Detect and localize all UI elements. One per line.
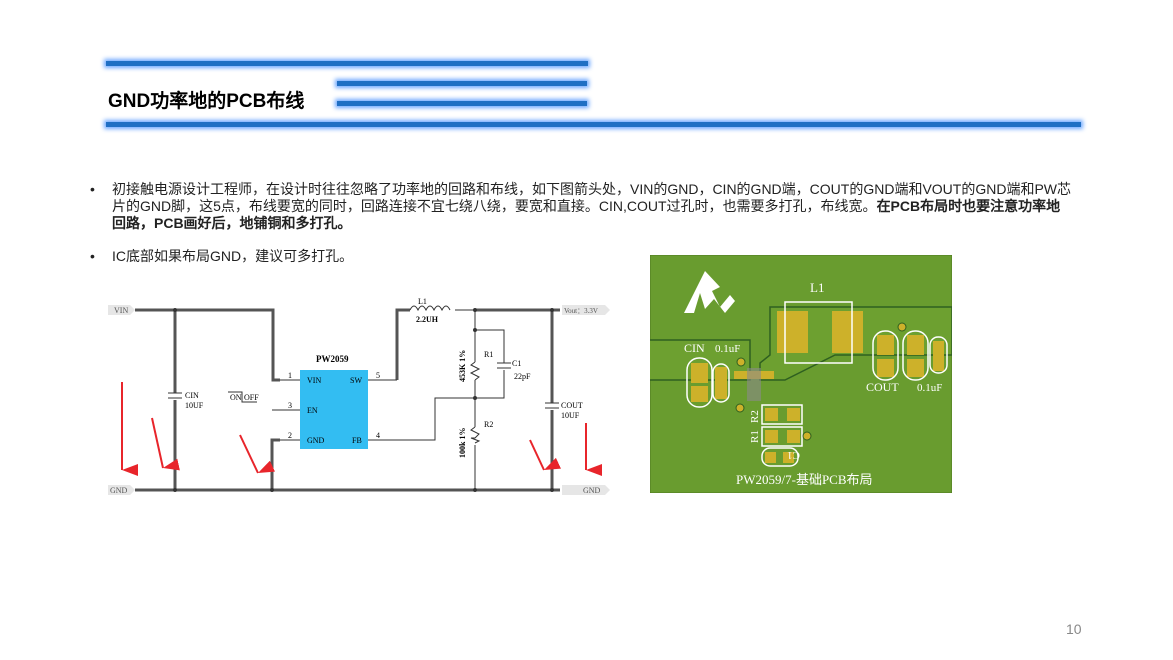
ic-pw2059 (300, 370, 368, 449)
svg-text:10UF: 10UF (561, 411, 580, 420)
svg-text:EN: EN (307, 406, 318, 415)
svg-text:GND: GND (307, 436, 325, 445)
svg-text:R1: R1 (484, 350, 493, 359)
pcb-cout-cap-label: 0.1uF (917, 382, 942, 394)
svg-text:C1: C1 (512, 359, 521, 368)
pcb-r1-label: R1 (749, 430, 761, 443)
pcb-cin-cap-label: 0.1uF (715, 343, 740, 355)
vout-label: Vout：3.3V (564, 307, 598, 315)
svg-text:453K 1%: 453K 1% (458, 350, 467, 382)
bullet-1: • 初接触电源设计工程师，在设计时往往忽略了功率地的回路和布线，如下图箭头处，V… (90, 181, 1071, 231)
svg-text:CIN: CIN (185, 391, 199, 400)
svg-text:10UF: 10UF (185, 401, 204, 410)
svg-text:L1: L1 (418, 297, 427, 306)
svg-text:1: 1 (288, 371, 292, 380)
svg-text:ON: ON (230, 393, 242, 402)
svg-text:100k 1%: 100k 1% (458, 428, 467, 458)
bullet-bold-text: 在PCB布局时也要注意功率地回路，PCB画好后，地铺铜和多打孔。 (112, 198, 1061, 231)
pcb-c1-label: C1 (787, 449, 800, 461)
svg-text:2.2UH: 2.2UH (416, 315, 439, 324)
schematic-diagram: VIN GND Vout：3.3V GND PW2059 VIN SW EN GND… (108, 297, 610, 495)
svg-text:OFF: OFF (244, 393, 259, 402)
pcb-r2-label: R2 (749, 410, 761, 423)
red-arrows (121, 382, 602, 476)
pcb-cin-label: CIN (684, 341, 705, 355)
pcb-cout-label: COUT (866, 380, 899, 394)
page-title: GND功率地的PCB布线 (108, 91, 305, 112)
svg-text:3: 3 (288, 401, 292, 410)
svg-text:2: 2 (288, 431, 292, 440)
pcb-layout-image: L1 CIN 0.1uF COUT 0.1uF R2 R1 C1 PW2059/… (650, 255, 952, 493)
svg-text:4: 4 (376, 431, 380, 440)
title-decor-bar (106, 122, 1081, 127)
svg-text:VIN: VIN (307, 376, 321, 385)
title-decor-bar (337, 81, 587, 86)
svg-text:5: 5 (376, 371, 380, 380)
gnd-left-label: GND (110, 486, 128, 495)
svg-text:COUT: COUT (561, 401, 583, 410)
title-decor-bar (337, 101, 587, 106)
bullet-text: IC底部如果布局GND，建议可多打孔。 (112, 248, 354, 264)
pcb-caption: PW2059/7-基础PCB布局 (736, 472, 873, 487)
bullet-text: 初接触电源设计工程师，在设计时往往忽略了功率地的回路和布线，如下图箭头处，VIN… (112, 181, 1071, 214)
svg-text:R2: R2 (484, 420, 493, 429)
ic-name: PW2059 (316, 354, 349, 364)
title-decor-bar (106, 61, 588, 66)
svg-text:SW: SW (350, 376, 362, 385)
gnd-right-label: GND (583, 486, 601, 495)
pcb-l1-label: L1 (810, 280, 824, 295)
page-number: 10 (1066, 621, 1082, 637)
svg-text:FB: FB (352, 436, 362, 445)
pw-logo-icon (684, 271, 735, 313)
svg-text:22pF: 22pF (514, 372, 531, 381)
vin-label: VIN (114, 306, 128, 315)
